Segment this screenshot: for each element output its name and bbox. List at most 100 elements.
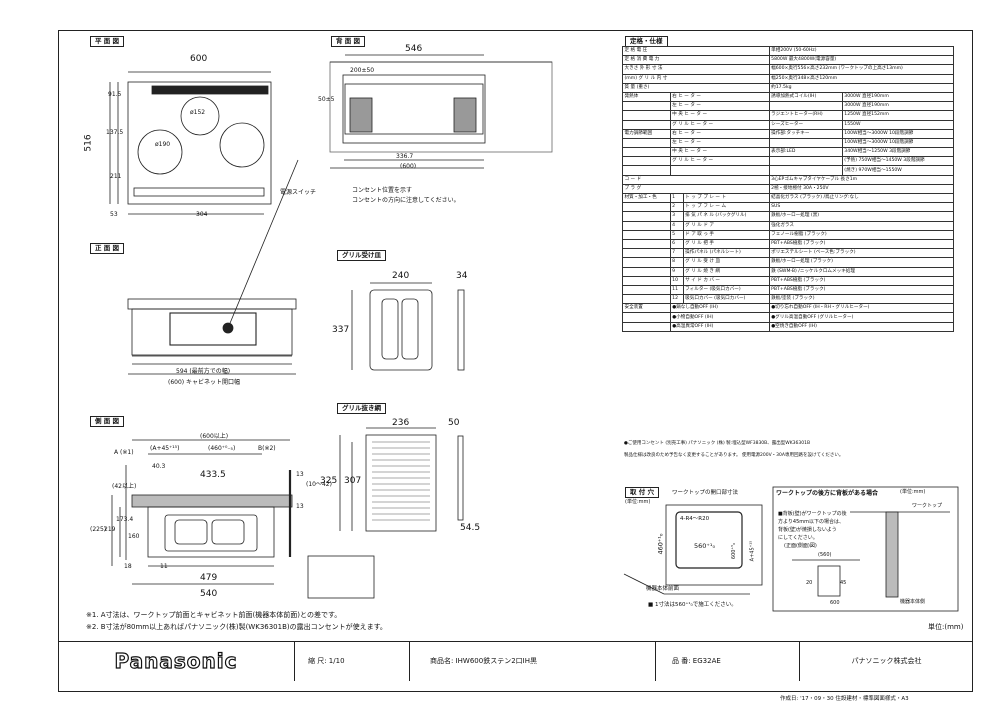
spec-cell: 5 [669, 229, 684, 240]
spec-cell [768, 165, 843, 176]
wall-unit: (単位:mm) [900, 489, 926, 495]
spec-cell: 鉄板/ホーロー処理 (ブラック) [768, 257, 955, 268]
spec-cell: 単相200V (50-60Hz) [768, 45, 955, 57]
center-burner [180, 96, 220, 136]
spec-cell: PBT+ABS樹脂 (ブラック) [768, 238, 955, 250]
wall-p1: ■背板(壁)がワークトップの後 [778, 511, 847, 517]
title-plan: 平 面 図 [90, 36, 125, 47]
wall-front-view: (正面(側面)図) [784, 543, 817, 549]
title-install: 取 付 穴 [625, 487, 660, 498]
dim-front-594: 594 (最前方での幅) [176, 368, 231, 375]
spec-row: 安全装置●鍋なし自動OFF (IH)●切り忘れ自動OFF (IH・RH・グリルヒ… [622, 303, 955, 314]
company-cell: パナソニック株式会社 [851, 657, 922, 665]
spec-row: (mm) グ リ ル 内 寸 幅250×奥行348×高さ120mm [622, 73, 955, 84]
spec-cell [768, 156, 843, 167]
spec-cell: ラジエントヒーター(RH) [768, 110, 843, 121]
title-block [58, 641, 973, 693]
spec-cell: 大きさ 外 形 寸 法 [622, 64, 770, 75]
spec-cell: 吸気口カバー (吸気口カバー) [682, 294, 770, 305]
spec-cell: SUS [768, 202, 955, 213]
spec-row: ●高温異常OFF (IH)●空焼き自動OFF (IH) [622, 321, 955, 332]
dim-front-600: (600) キャビネット開口幅 [168, 379, 241, 386]
dim-rack-307: 307 [344, 476, 362, 486]
spec-row: ●小物自動OFF (IH)●グリル高温自動OFF (グリルヒーター) [622, 312, 955, 323]
install-note: ■ 1寸法は560⁺¹₀で施工ください。 [648, 602, 737, 608]
spec-cell: フィルター (吸気口カバー) [682, 284, 770, 296]
spec-cell [622, 156, 671, 167]
spec-cell: 12 [669, 294, 684, 305]
spec-cell: 2極・接地極付 30A・250V [768, 183, 955, 195]
title-wall-case: ワークトップの後方に背板がある場合 [776, 490, 879, 497]
spec-cell [768, 137, 843, 149]
footer-date: 作成日: '17・09・30 住設建材・標準図面様式・A3 [780, 696, 909, 702]
product-cell: 商品名: IHW600鉄ステン2口IH黒 [410, 641, 656, 681]
spec-cell [622, 229, 671, 240]
spec-cell: 材質・加工・色 [622, 192, 671, 204]
dim-side-403: 40.3 [152, 463, 166, 470]
spec-row: 中 央 ヒ ー タ ーラジエントヒーター(RH)1250W 直径152mm [622, 110, 955, 121]
spec-cell: 強化ガラス [768, 220, 955, 231]
dim-plan-53: 53 [110, 211, 118, 218]
spec-cell [622, 321, 671, 332]
spec-cell [622, 248, 671, 259]
spec-cell: サ イ ド カ バ ー [682, 275, 770, 286]
spec-cell: ド ア 取 っ 手 [682, 229, 770, 240]
plan-outline [127, 81, 272, 205]
title-side: 側 面 図 [90, 416, 125, 427]
spec-cell [622, 284, 671, 296]
spec-cell: 1250W 直径152mm [841, 110, 955, 121]
back-view [329, 54, 553, 169]
grill-pan-view [351, 282, 465, 371]
install-560: 560⁺¹₀ [694, 542, 716, 550]
spec-row: グ リ ル ヒ ー タ ー(予熱) 750W相当～1450W 3段階調節 [622, 156, 955, 167]
dim-side-13b: 13 [296, 503, 304, 510]
install-460: 460⁺¹₀ [656, 533, 665, 555]
spec-cell: 6 [669, 238, 684, 250]
spec-cell: 100W相当～3000W 10段階調節 [841, 128, 955, 139]
spec-cell: ●鍋なし自動OFF (IH) [669, 303, 770, 314]
spec-cell: 100W相当～3000W 10段階調節 [841, 137, 955, 149]
spec-cell: 定 格 消 費 電 力 [622, 55, 770, 66]
spec-foot-2: 製品仕様は改良のため予告なく変更することがあります。 使用電源200V・30A専… [624, 453, 844, 458]
spec-foot-1: ●ご使用コンセント (別売工事) パナソニック (株) 製:埋込型WF3830B… [624, 441, 811, 446]
spec-cell: PBT+ABS樹脂 (ブラック) [768, 275, 955, 286]
spec-cell [622, 238, 671, 250]
dim-pan-240: 240 [392, 271, 410, 281]
dim-plan-600: 600 [190, 54, 208, 64]
dim-back-3367: 336.7 [396, 153, 414, 160]
dim-side-11: 11 [160, 563, 168, 570]
spec-cell: 3 [669, 211, 684, 222]
spec-cell: グ リ ル ヒ ー タ ー [669, 156, 770, 167]
dim-side-a: A (※1) [114, 449, 134, 456]
spec-cell: グ リ ル ヒ ー タ ー [669, 119, 770, 130]
install-unit: (単位:mm) [625, 499, 651, 505]
dim-back-600: (600) [400, 163, 417, 170]
spec-cell [622, 110, 671, 121]
side-view [111, 439, 375, 599]
note-outlet-2: コンセントの方向に注意してください。 [352, 197, 460, 204]
spec-cell: (焼き) 970W相当～1550W [841, 165, 955, 176]
dim-side-18: 18 [124, 563, 132, 570]
dim-back-546: 546 [405, 44, 423, 54]
spec-cell: 3心EPゴムキャブタイヤケーブル 長さ1m [768, 174, 955, 185]
scale-cell: 縮 尺: 1/10 [294, 641, 410, 681]
dim-side-10-42: (10～42) [306, 481, 332, 488]
dim-side-219: 219 [104, 526, 116, 533]
spec-row: 発熱体右 ヒ ー タ ー誘導加熱式コイル(IH)3000W 直径190mm [622, 91, 955, 103]
spec-cell: 9 [669, 266, 684, 277]
spec-cell [622, 101, 671, 112]
plan-view [109, 71, 272, 215]
spec-cell: 電力調節範囲 [622, 128, 671, 139]
wall-p2: 方より45mm以下の場合は、 [778, 519, 845, 525]
grill-rack-view [339, 427, 464, 532]
dim-plan-137: 137.5 [106, 129, 124, 136]
install-600: 600⁺⁵₀ [731, 542, 738, 560]
dim-side-b: B(※2) [258, 445, 276, 452]
